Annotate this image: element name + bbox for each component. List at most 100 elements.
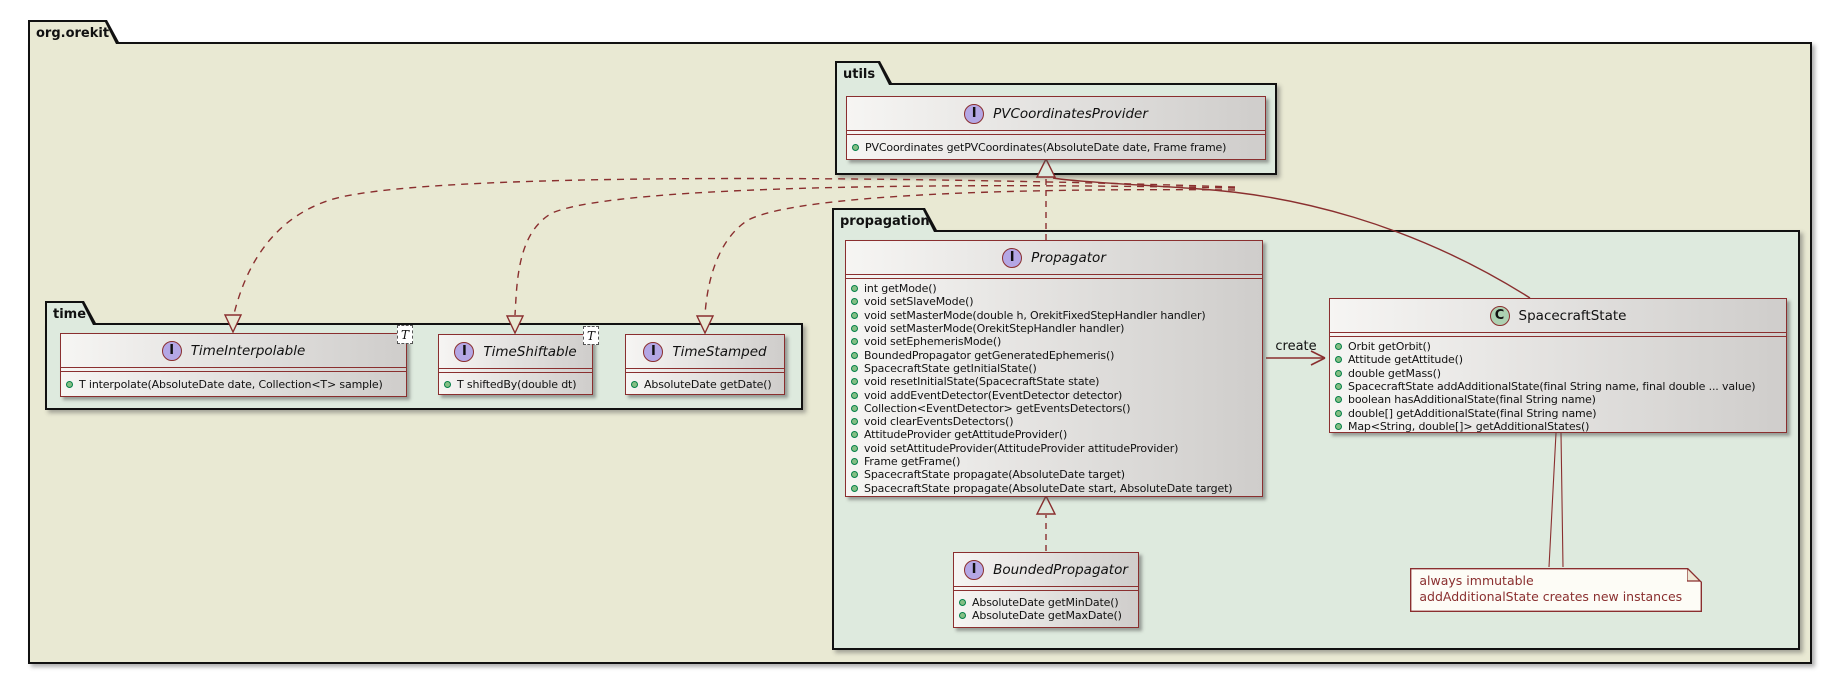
method-row: SpacecraftState getInitialState() <box>851 362 1257 375</box>
public-visibility-icon <box>1335 422 1342 430</box>
public-visibility-icon <box>66 380 73 388</box>
note-fold-icon <box>1687 568 1702 583</box>
method-row: T shiftedBy(double dt) <box>444 376 587 392</box>
class-spacecraftstate: C SpacecraftState Orbit getOrbit() Attit… <box>1329 298 1787 433</box>
note: always immutable addAdditionalState crea… <box>1410 568 1702 612</box>
method-text: PVCoordinates getPVCoordinates(AbsoluteD… <box>865 140 1227 154</box>
public-visibility-icon <box>851 431 858 439</box>
method-row: AttitudeProvider getAttitudeProvider() <box>851 428 1257 441</box>
generic-parameter-tag: T <box>583 326 599 345</box>
class-title: BoundedPropagator <box>993 561 1128 578</box>
class-header: I Propagator <box>846 241 1262 275</box>
method-text: double[] getAdditionalState(final String… <box>1348 406 1597 420</box>
public-visibility-icon <box>1335 356 1342 364</box>
method-row: AbsoluteDate getDate() <box>631 376 779 392</box>
class-header: I TimeShiftable <box>439 335 592 369</box>
package-tab-time: time <box>45 301 97 325</box>
method-row: void resetInitialState(SpacecraftState s… <box>851 375 1257 388</box>
method-text: SpacecraftState propagate(AbsoluteDate s… <box>864 481 1233 495</box>
method-text: void setSlaveMode() <box>864 295 974 309</box>
create-edge-label: create <box>1275 339 1317 354</box>
class-header: C SpacecraftState <box>1330 299 1786 333</box>
class-title: TimeStamped <box>672 343 767 360</box>
method-row: boolean hasAdditionalState(final String … <box>1335 393 1781 406</box>
class-title: TimeShiftable <box>483 343 577 360</box>
public-visibility-icon <box>851 484 858 492</box>
method-text: SpacecraftState getInitialState() <box>864 361 1037 375</box>
class-header: I PVCoordinatesProvider <box>847 97 1265 131</box>
method-row: Map<String, double[]> getAdditionalState… <box>1335 420 1781 433</box>
class-propagator: I Propagator int getMode() void setSlave… <box>845 240 1263 497</box>
method-text: void resetInitialState(SpacecraftState s… <box>864 375 1100 389</box>
method-text: Map<String, double[]> getAdditionalState… <box>1348 419 1590 433</box>
method-row: double getMass() <box>1335 367 1781 380</box>
public-visibility-icon <box>959 612 966 620</box>
interface-spot-icon: I <box>964 103 985 124</box>
attributes-separator <box>626 369 784 373</box>
package-title-utils: utils <box>843 66 876 82</box>
note-line-1: always immutable <box>1419 573 1534 589</box>
method-row: Attitude getAttitude() <box>1335 353 1781 366</box>
public-visibility-icon <box>851 311 858 319</box>
class-spot-icon: C <box>1489 305 1510 326</box>
method-text: void addEventDetector(EventDetector dete… <box>864 388 1123 402</box>
method-row: void setMasterMode(double h, OrekitFixed… <box>851 309 1257 322</box>
public-visibility-icon <box>444 380 451 388</box>
method-text: T shiftedBy(double dt) <box>457 377 577 391</box>
class-header: I BoundedPropagator <box>954 553 1138 587</box>
public-visibility-icon <box>1335 343 1342 351</box>
public-visibility-icon <box>851 298 858 306</box>
class-boundedpropagator: I BoundedPropagator AbsoluteDate getMinD… <box>953 552 1139 628</box>
package-title-propagation: propagation <box>840 213 930 229</box>
public-visibility-icon <box>1335 396 1342 404</box>
class-title: TimeInterpolable <box>190 342 306 359</box>
method-row: SpacecraftState propagate(AbsoluteDate t… <box>851 468 1257 481</box>
method-row: AbsoluteDate getMaxDate() <box>959 609 1133 622</box>
method-text: SpacecraftState addAdditionalState(final… <box>1348 380 1756 394</box>
package-tab-utils: utils <box>835 61 893 85</box>
public-visibility-icon <box>631 380 638 388</box>
method-row: void setAttitudeProvider(AttitudeProvide… <box>851 442 1257 455</box>
class-title: PVCoordinatesProvider <box>993 105 1148 122</box>
interface-spot-icon: I <box>1002 247 1023 268</box>
class-title: SpacecraftState <box>1518 307 1627 324</box>
attributes-separator <box>439 369 592 373</box>
public-visibility-icon <box>851 364 858 372</box>
method-row: void setSlaveMode() <box>851 295 1257 308</box>
method-text: Orbit getOrbit() <box>1348 340 1431 354</box>
method-row: void clearEventsDetectors() <box>851 415 1257 428</box>
method-text: Attitude getAttitude() <box>1348 353 1463 367</box>
public-visibility-icon <box>851 391 858 399</box>
public-visibility-icon <box>851 325 858 333</box>
method-row: PVCoordinates getPVCoordinates(AbsoluteD… <box>852 138 1260 156</box>
method-text: SpacecraftState propagate(AbsoluteDate t… <box>864 468 1125 482</box>
method-text: void setAttitudeProvider(AttitudeProvide… <box>864 441 1179 455</box>
public-visibility-icon <box>851 418 858 426</box>
attributes-separator <box>954 587 1138 591</box>
public-visibility-icon <box>851 471 858 479</box>
interface-spot-icon: I <box>161 340 182 361</box>
class-timeshiftable: T I TimeShiftable T shiftedBy(double dt) <box>438 326 599 395</box>
class-pvcoordinatesprovider: I PVCoordinatesProvider PVCoordinates ge… <box>846 96 1266 160</box>
public-visibility-icon <box>851 338 858 346</box>
public-visibility-icon <box>1335 369 1342 377</box>
class-header: I TimeStamped <box>626 335 784 369</box>
method-text: AbsoluteDate getMaxDate() <box>972 609 1122 623</box>
method-row: Collection<EventDetector> getEventsDetec… <box>851 402 1257 415</box>
method-row: SpacecraftState propagate(AbsoluteDate s… <box>851 481 1257 495</box>
method-text: void setMasterMode(OrekitStepHandler han… <box>864 322 1125 336</box>
class-timestamped: I TimeStamped AbsoluteDate getDate() <box>625 334 785 395</box>
class-header: I TimeInterpolable <box>61 334 406 368</box>
package-title-time: time <box>53 306 87 322</box>
method-row: void setEphemerisMode() <box>851 335 1257 348</box>
note-line-2: addAdditionalState creates new instances <box>1419 589 1683 605</box>
method-text: Frame getFrame() <box>864 455 961 468</box>
package-tab-org-orekit: org.orekit <box>28 20 120 44</box>
method-text: int getMode() <box>864 282 937 296</box>
method-row: Frame getFrame() <box>851 455 1257 468</box>
public-visibility-icon <box>959 599 966 607</box>
method-text: T interpolate(AbsoluteDate date, Collect… <box>79 377 383 391</box>
public-visibility-icon <box>851 444 858 452</box>
method-text: AbsoluteDate getMinDate() <box>972 596 1119 610</box>
class-timeinterpolable: T I TimeInterpolable T interpolate(Absol… <box>60 325 413 397</box>
